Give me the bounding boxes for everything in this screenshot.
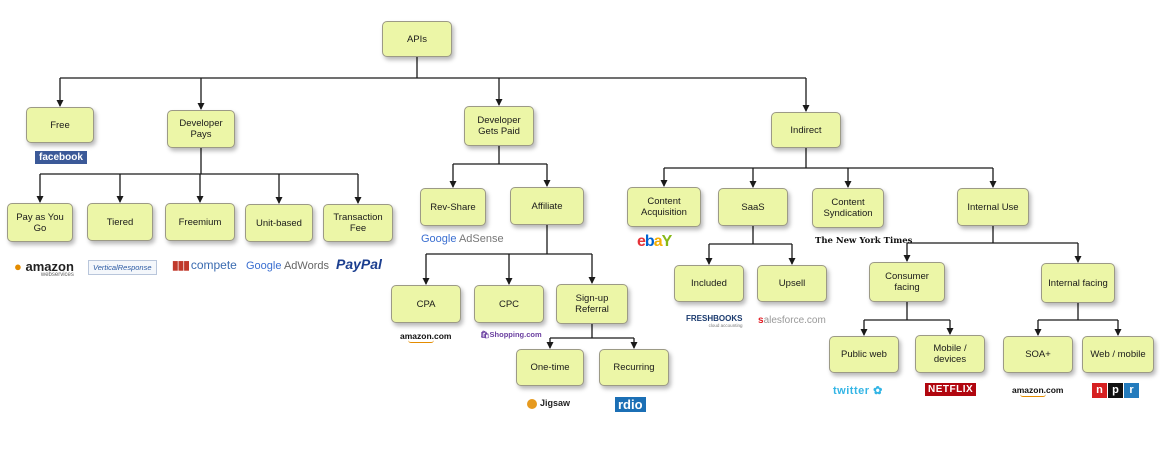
freshbooks-logo: FRESHBOOKS cloud accounting bbox=[686, 314, 742, 328]
salesforce-logo: salesforce.com bbox=[758, 315, 826, 326]
node-rev-share: Rev-Share bbox=[420, 188, 486, 226]
node-cpc: CPC bbox=[474, 285, 544, 323]
npr-logo: n p r bbox=[1092, 383, 1139, 398]
google-adsense-logo: Google AdSense bbox=[421, 233, 504, 245]
freshbooks-sub: cloud accounting bbox=[708, 323, 743, 328]
node-consumer-facing: Consumer facing bbox=[869, 262, 945, 302]
freshbooks-name: FRESHBOOKS bbox=[686, 314, 743, 323]
amazon-webservices-mark: ● bbox=[14, 259, 22, 274]
nytimes-logo: The New York Times bbox=[815, 236, 913, 246]
compete-bars-icon: ▮▮▮ bbox=[172, 258, 190, 272]
amazon-cpa-logo: amazon.com bbox=[400, 331, 452, 343]
shopping-com-name: Shopping.com bbox=[489, 330, 542, 339]
node-sign-up-referral: Sign-up Referral bbox=[556, 284, 628, 324]
google-adwords-brand: Google bbox=[246, 260, 282, 272]
ebay-letter-y: Y bbox=[661, 233, 673, 250]
amazon-webservices-logo: ● amazon webservices bbox=[14, 259, 74, 278]
jigsaw-logo: Jigsaw bbox=[527, 398, 570, 409]
node-public-web: Public web bbox=[829, 336, 899, 373]
node-included: Included bbox=[674, 265, 744, 302]
netflix-logo: NETFLIX bbox=[925, 383, 977, 396]
node-transaction-fee: Transaction Fee bbox=[323, 204, 393, 242]
ebay-letter-a: a bbox=[653, 233, 663, 250]
facebook-logo: facebook bbox=[35, 151, 87, 164]
google-adwords-product: AdWords bbox=[283, 260, 329, 272]
google-adsense-brand: Google bbox=[421, 233, 457, 245]
jigsaw-ball-icon bbox=[527, 398, 537, 409]
amazon-soa-smile-icon bbox=[1020, 394, 1046, 397]
node-pay-as-you-go: Pay as You Go bbox=[7, 203, 73, 242]
node-developer-pays: Developer Pays bbox=[167, 110, 235, 148]
node-internal-facing: Internal facing bbox=[1041, 263, 1115, 303]
node-cpa: CPA bbox=[391, 285, 461, 323]
twitter-name: twitter bbox=[833, 385, 870, 397]
compete-name: compete bbox=[190, 258, 237, 272]
node-one-time: One-time bbox=[516, 349, 584, 386]
compete-logo: ▮▮▮compete bbox=[172, 258, 237, 272]
google-adsense-product: AdSense bbox=[458, 233, 504, 245]
salesforce-s: s bbox=[758, 315, 764, 326]
node-unit-based: Unit-based bbox=[245, 204, 313, 242]
amazon-cpa-name: amazon.com bbox=[400, 331, 452, 341]
ebay-letter-e: e bbox=[637, 233, 646, 250]
google-adwords-logo: Google AdWords bbox=[246, 260, 329, 272]
verticalresponse-logo: VerticalResponse bbox=[88, 260, 157, 275]
node-soa-plus: SOA+ bbox=[1003, 336, 1073, 373]
amazon-soa-logo: amazon.com bbox=[1012, 385, 1064, 397]
amazon-webservices-name: amazon bbox=[25, 259, 74, 274]
amazon-webservices-sub: webservices bbox=[40, 272, 74, 278]
amazon-smile-icon bbox=[408, 340, 434, 343]
node-content-syndication: Content Syndication bbox=[812, 188, 884, 228]
salesforce-rest: alesforce.com bbox=[763, 315, 826, 326]
node-apis: APIs bbox=[382, 21, 452, 57]
node-developer-gets-paid: Developer Gets Paid bbox=[464, 106, 534, 146]
twitter-bird-icon: ✿ bbox=[873, 385, 883, 397]
npr-letter-r: r bbox=[1124, 383, 1139, 398]
twitter-logo: twitter ✿ bbox=[833, 384, 883, 397]
amazon-soa-name: amazon.com bbox=[1012, 385, 1064, 395]
jigsaw-name: Jigsaw bbox=[540, 398, 571, 408]
node-recurring: Recurring bbox=[599, 349, 669, 386]
rdio-logo: rdio bbox=[615, 397, 646, 412]
npr-letter-p: p bbox=[1108, 383, 1123, 398]
node-content-acquisition: Content Acquisition bbox=[627, 187, 701, 227]
npr-letter-n: n bbox=[1092, 383, 1107, 398]
paypal-logo: PayPal bbox=[336, 256, 382, 272]
node-affiliate: Affiliate bbox=[510, 187, 584, 225]
shopping-bag-icon: 🛍 bbox=[480, 330, 490, 339]
shopping-com-logo: 🛍Shopping.com bbox=[480, 330, 542, 339]
ebay-letter-b: b bbox=[644, 233, 655, 250]
node-web-mobile: Web / mobile bbox=[1082, 336, 1154, 373]
node-freemium: Freemium bbox=[165, 203, 235, 241]
node-free: Free bbox=[26, 107, 94, 143]
node-mobile-devices: Mobile / devices bbox=[915, 335, 985, 373]
node-upsell: Upsell bbox=[757, 265, 827, 302]
ebay-logo: ebaY bbox=[637, 233, 673, 251]
node-saas: SaaS bbox=[718, 188, 788, 226]
node-internal-use: Internal Use bbox=[957, 188, 1029, 226]
node-tiered: Tiered bbox=[87, 203, 153, 241]
node-indirect: Indirect bbox=[771, 112, 841, 148]
